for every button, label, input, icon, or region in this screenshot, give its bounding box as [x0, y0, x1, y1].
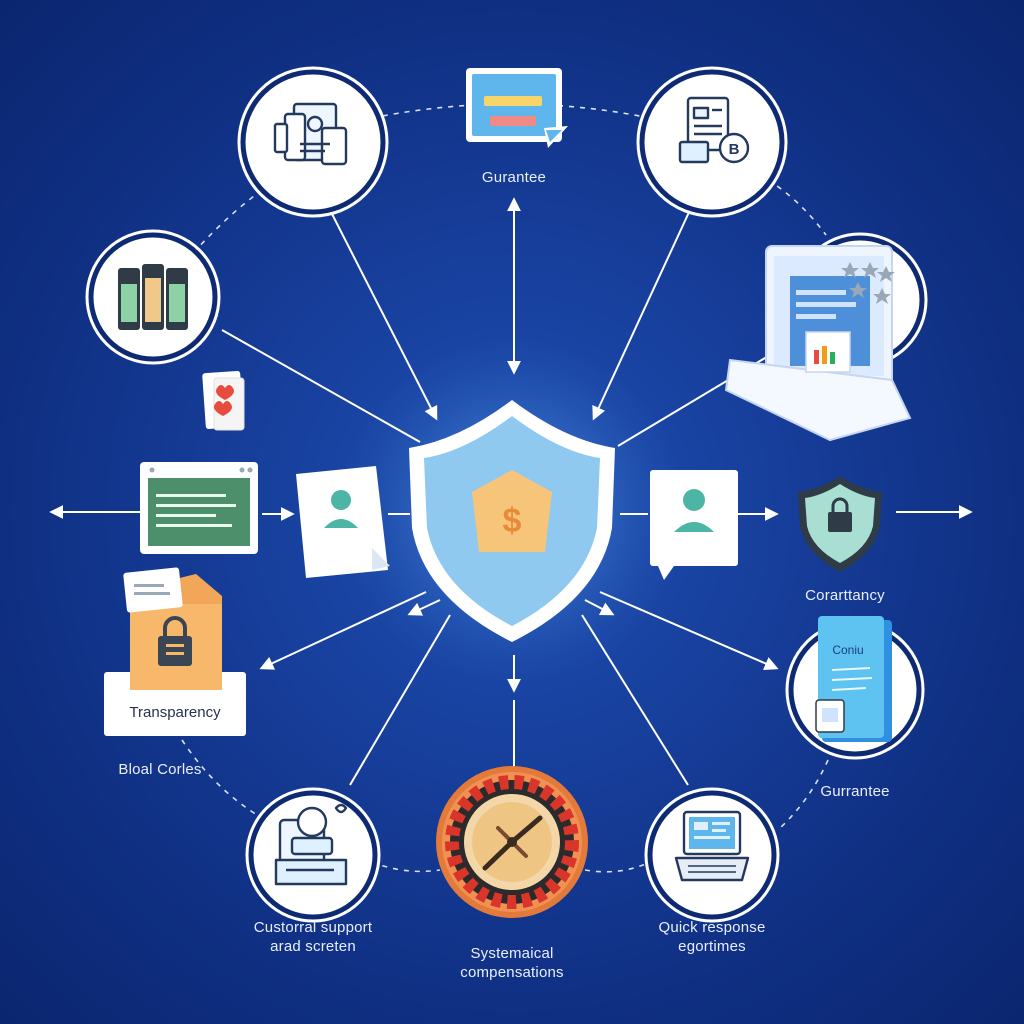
- profile-chat-icon[interactable]: [650, 470, 738, 580]
- laptop-reviews-icon: [724, 245, 912, 442]
- node-top[interactable]: [466, 68, 568, 148]
- node-bottom-right[interactable]: [644, 787, 780, 923]
- roulette-wheel-icon[interactable]: [436, 766, 588, 918]
- support-desk-icon: [274, 803, 348, 886]
- playing-cards-icon: [202, 370, 245, 431]
- node-right-book[interactable]: Coniu: [785, 616, 925, 760]
- documents-devices-icon: [273, 102, 348, 166]
- book-title: Coniu: [832, 643, 863, 657]
- dashed-orbit-top: [371, 103, 651, 119]
- connector-top-right: [592, 209, 691, 421]
- label-right-mid: Corarttancy: [805, 587, 885, 604]
- dollar-glyph: $: [503, 502, 522, 540]
- connector-bottom-right: [581, 614, 689, 786]
- dashed-orbit-top-right: [767, 179, 827, 236]
- invoice-bitcoin-icon: [678, 96, 750, 164]
- label-left-low: Bloal Corles: [118, 761, 202, 778]
- node-left-upper[interactable]: [85, 229, 221, 365]
- connector-book: [599, 591, 779, 670]
- manual-book-icon: [815, 616, 892, 742]
- label-bottom-left: Custorral support arad screten: [253, 919, 373, 955]
- label-bottom-center: Systemaical compensations: [460, 945, 564, 981]
- node-top-right[interactable]: B: [636, 66, 788, 218]
- connector-bottom-left: [349, 614, 451, 786]
- dashed-orbit-top-left: [195, 189, 263, 251]
- dashed-orbit-left: [181, 739, 263, 819]
- dashed-orbit-bottom-right: [584, 861, 651, 873]
- bitcoin-glyph: B: [729, 141, 740, 158]
- dashed-orbit-bottom-left: [371, 861, 441, 873]
- label-left-mid: Transparency: [129, 704, 221, 721]
- batteries-icon: [118, 264, 188, 330]
- label-right-low: Gurrantee: [820, 783, 890, 800]
- shield-dollar-icon: $: [409, 400, 615, 642]
- label-top: Gurantee: [481, 169, 547, 186]
- connector-folder: [259, 591, 427, 670]
- connector-hub-right-arrow: [584, 599, 615, 616]
- node-bottom-left[interactable]: [245, 787, 381, 923]
- lock-shield-icon[interactable]: [798, 476, 882, 572]
- connector-top-left: [329, 209, 438, 421]
- browser-window-icon[interactable]: [140, 462, 258, 554]
- locked-folder-icon[interactable]: [104, 567, 246, 736]
- laptop-dashboard-icon: [674, 810, 750, 882]
- connector-left-upper: [221, 329, 421, 443]
- profile-document-icon[interactable]: [296, 466, 390, 578]
- label-bottom-right: Quick response egortimes: [658, 919, 766, 955]
- node-top-left[interactable]: [237, 66, 389, 218]
- connector-hub-left-arrow: [407, 599, 441, 616]
- node-right-upper[interactable]: [724, 232, 928, 442]
